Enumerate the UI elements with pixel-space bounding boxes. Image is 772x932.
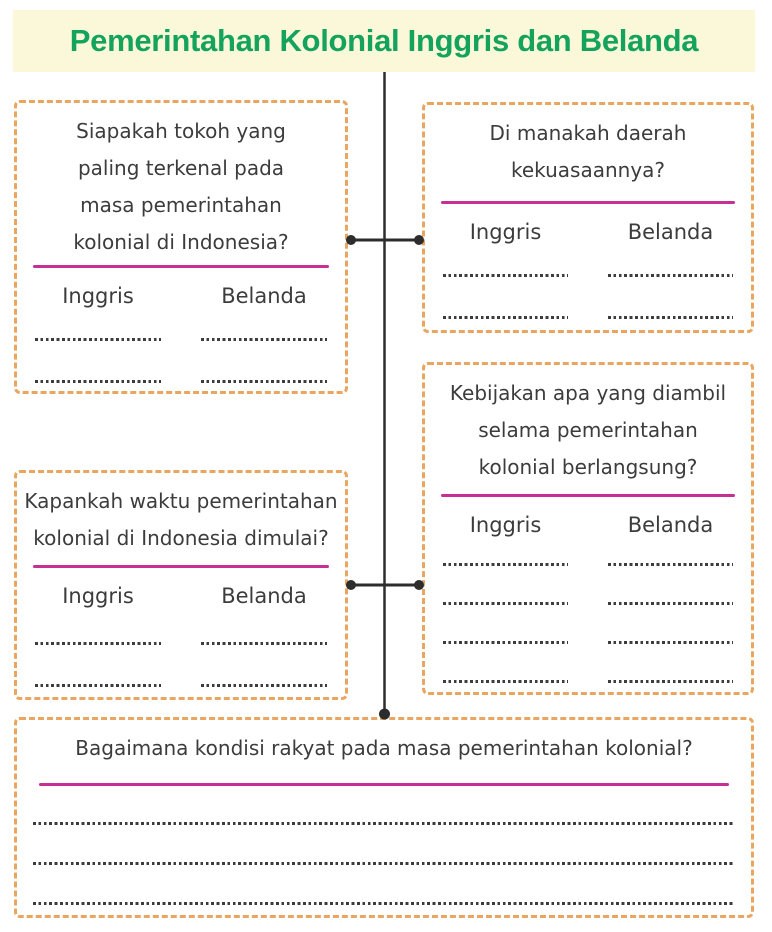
- answer-blank: [201, 642, 327, 645]
- pink-divider: [33, 265, 329, 268]
- column-header-belanda: Belanda: [221, 584, 307, 608]
- question-box-daerah: Di manakah daerah kekuasaannya? Inggris …: [422, 102, 754, 333]
- question-line: masa pemerintahan: [80, 193, 282, 217]
- pink-divider: [39, 783, 729, 786]
- column-header-belanda: Belanda: [627, 513, 714, 537]
- answer-blank: [33, 862, 735, 865]
- answer-blank: [201, 380, 327, 383]
- column-inggris: Inggris: [443, 220, 568, 319]
- question-box-kondisi: Bagaimana kondisi rakyat pada masa pemer…: [14, 717, 754, 918]
- question-line: kolonial di Indonesia dimulai?: [33, 526, 329, 550]
- column-belanda: Belanda: [608, 513, 733, 683]
- question-line: Kapankah waktu pemerintahan: [24, 489, 338, 513]
- column-inggris: Inggris: [443, 513, 568, 683]
- question-text: Siapakah tokoh yang paling terkenal pada…: [17, 103, 345, 261]
- question-line: kekuasaannya?: [510, 158, 666, 182]
- answer-blank: [608, 641, 733, 644]
- column-header-belanda: Belanda: [221, 284, 307, 308]
- question-line: Siapakah tokoh yang: [76, 119, 286, 143]
- answer-blank: [608, 563, 733, 566]
- column-header-inggris: Inggris: [469, 220, 542, 244]
- answer-blank: [608, 274, 733, 277]
- answer-blank: [33, 822, 735, 825]
- answer-columns: Inggris Belanda: [17, 284, 345, 383]
- answer-blank: [443, 274, 568, 277]
- column-inggris: Inggris: [35, 284, 161, 383]
- answer-blank: [201, 338, 327, 341]
- column-header-inggris: Inggris: [62, 584, 134, 608]
- question-box-tokoh: Siapakah tokoh yang paling terkenal pada…: [14, 100, 348, 394]
- title-banner: Pemerintahan Kolonial Inggris dan Beland…: [13, 10, 755, 72]
- answer-blank: [35, 380, 161, 383]
- answer-blank: [35, 684, 161, 687]
- column-inggris: Inggris: [35, 584, 161, 687]
- pink-divider: [441, 201, 735, 204]
- column-belanda: Belanda: [608, 220, 733, 319]
- question-line: Di manakah daerah: [489, 121, 687, 145]
- pink-divider: [33, 565, 329, 568]
- answer-blank: [608, 316, 733, 319]
- column-header-inggris: Inggris: [62, 284, 134, 308]
- answer-columns: Inggris Belanda: [425, 220, 751, 319]
- question-line: kolonial berlangsung?: [478, 455, 698, 479]
- answer-blank: [33, 902, 735, 905]
- question-line: kolonial di Indonesia?: [73, 230, 289, 254]
- answer-columns: Inggris Belanda: [425, 513, 751, 683]
- question-text: Di manakah daerah kekuasaannya?: [425, 105, 751, 189]
- column-header-belanda: Belanda: [627, 220, 714, 244]
- answer-blank: [201, 684, 327, 687]
- answer-blank: [443, 316, 568, 319]
- question-line: paling terkenal pada: [77, 156, 285, 180]
- question-text: Bagaimana kondisi rakyat pada masa pemer…: [17, 720, 751, 767]
- question-text: Kapankah waktu pemerintahan kolonial di …: [17, 473, 345, 557]
- question-line: Bagaimana kondisi rakyat pada masa pemer…: [75, 736, 693, 760]
- answer-blank: [443, 563, 568, 566]
- column-belanda: Belanda: [201, 584, 327, 687]
- question-line: Kebijakan apa yang diambil: [449, 381, 727, 405]
- column-header-inggris: Inggris: [469, 513, 542, 537]
- answer-blank: [443, 602, 568, 605]
- pink-divider: [441, 494, 735, 497]
- answer-blank: [35, 642, 161, 645]
- answer-blank: [608, 680, 733, 683]
- question-box-kebijakan: Kebijakan apa yang diambil selama pemeri…: [422, 362, 754, 695]
- answer-columns: Inggris Belanda: [17, 584, 345, 687]
- answer-blank: [608, 602, 733, 605]
- question-line: selama pemerintahan: [478, 418, 698, 442]
- column-belanda: Belanda: [201, 284, 327, 383]
- question-text: Kebijakan apa yang diambil selama pemeri…: [425, 365, 751, 486]
- answer-blank: [443, 680, 568, 683]
- answer-blank: [443, 641, 568, 644]
- page-title: Pemerintahan Kolonial Inggris dan Beland…: [69, 23, 699, 58]
- question-box-waktu: Kapankah waktu pemerintahan kolonial di …: [14, 470, 348, 700]
- answer-blank: [35, 338, 161, 341]
